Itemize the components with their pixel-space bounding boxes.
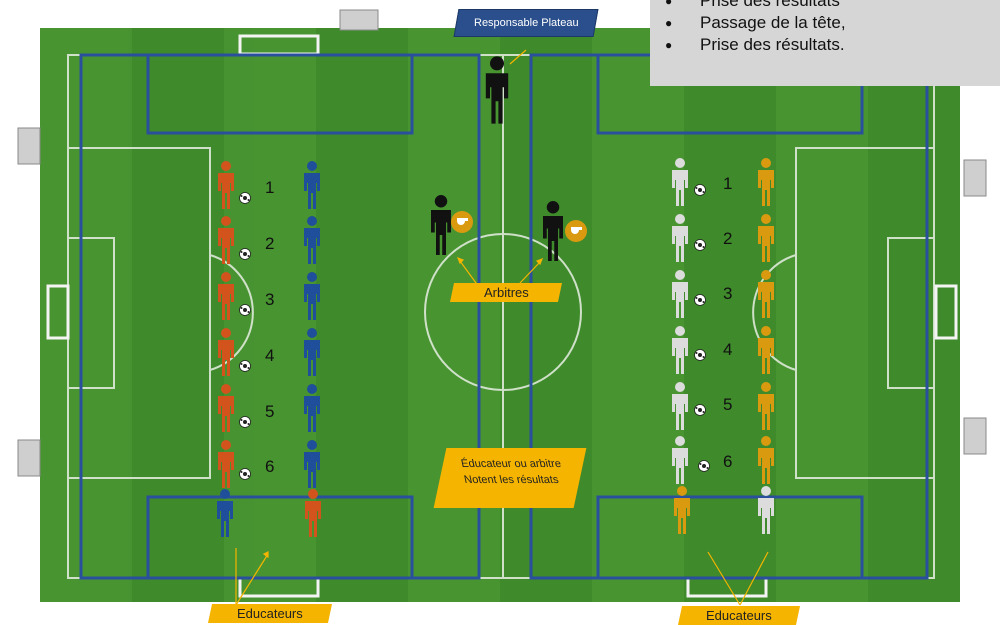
left-row-numbers: 1 2 3 4 5 6 xyxy=(265,178,274,476)
row-number: 5 xyxy=(723,395,732,414)
row-number: 4 xyxy=(265,346,274,365)
row-number: 4 xyxy=(723,340,732,359)
row-number: 2 xyxy=(723,229,732,248)
row-number: 1 xyxy=(723,174,732,193)
responsable-plateau-label: Responsable Plateau xyxy=(453,9,599,37)
educateurs-left-label: Educateurs xyxy=(207,604,333,623)
row-number: 6 xyxy=(723,452,732,471)
row-number: 2 xyxy=(265,234,274,253)
whistle-icon xyxy=(451,211,473,233)
right-row-numbers: 1 2 3 4 5 6 xyxy=(723,174,732,471)
note-item: Prise des résultats xyxy=(665,0,1000,12)
arbitres-label: Arbitres xyxy=(449,283,563,302)
responsable-pointer xyxy=(509,49,527,65)
row-number: 1 xyxy=(265,178,274,197)
grass-stripes xyxy=(40,28,868,602)
row-number: 6 xyxy=(265,457,274,476)
pointer-arrows xyxy=(235,256,769,606)
notes-box: Prise des résultats Passage de la tête, … xyxy=(650,0,1000,86)
floodlights xyxy=(17,9,987,477)
row-number: 3 xyxy=(723,284,732,303)
row-number: 3 xyxy=(265,290,274,309)
whistle-icon xyxy=(565,220,587,242)
educateurs-right-label: Educateurs xyxy=(677,606,801,625)
row-number: 5 xyxy=(265,402,274,421)
note-item: Passage de la tête, xyxy=(665,12,1000,34)
note-item: Prise des résultats. xyxy=(665,34,1000,56)
